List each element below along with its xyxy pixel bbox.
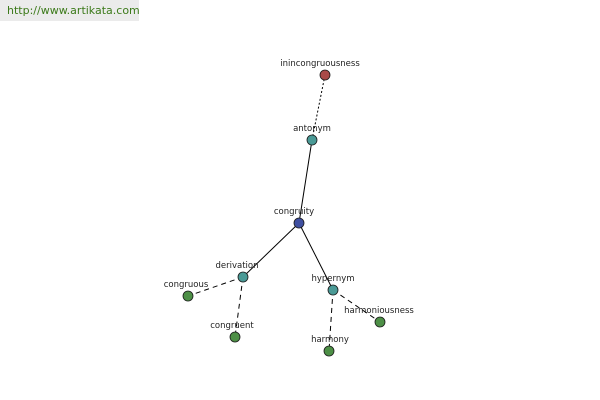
node-congruous[interactable]: congruous bbox=[164, 280, 209, 302]
node-marker-congruent[interactable] bbox=[229, 331, 241, 343]
node-label-congruous[interactable]: congruous bbox=[164, 280, 209, 290]
node-derivation[interactable]: derivation bbox=[215, 261, 259, 283]
edge-hypernym-to-harmony bbox=[328, 289, 334, 352]
node-marker-congruity[interactable] bbox=[293, 217, 305, 229]
node-harmoniousness[interactable]: harmoniousness bbox=[344, 306, 414, 328]
node-label-hypernym[interactable]: hypernym bbox=[311, 274, 354, 284]
node-label-inincongruousness[interactable]: inincongruousness bbox=[280, 59, 360, 69]
nodes-layer: inincongruousness antonym congruity derivat… bbox=[164, 59, 414, 357]
edges-layer bbox=[187, 74, 381, 352]
node-label-antonym[interactable]: antonym bbox=[293, 124, 331, 134]
edge-congruity-to-antonym bbox=[298, 139, 313, 224]
node-harmony[interactable]: harmony bbox=[311, 335, 349, 357]
node-label-harmony[interactable]: harmony bbox=[311, 335, 349, 345]
node-label-congruity[interactable]: congruity bbox=[274, 207, 314, 217]
node-marker-harmoniousness[interactable] bbox=[374, 316, 386, 328]
edge-congruity-to-derivation bbox=[242, 222, 300, 278]
node-hypernym[interactable]: hypernym bbox=[311, 274, 355, 296]
node-marker-inincongruousness[interactable] bbox=[319, 69, 331, 81]
node-marker-hypernym[interactable] bbox=[327, 284, 339, 296]
edge-derivation-to-congruent bbox=[234, 276, 244, 338]
node-label-harmoniousness[interactable]: harmoniousness bbox=[344, 306, 414, 316]
node-label-derivation[interactable]: derivation bbox=[215, 261, 258, 271]
node-congruity[interactable]: congruity bbox=[274, 207, 314, 229]
edge-congruity-to-hypernym bbox=[298, 222, 334, 291]
node-antonym[interactable]: antonym bbox=[293, 124, 331, 146]
source-banner: http://www.artikata.com bbox=[0, 0, 140, 21]
node-label-congruent[interactable]: congruent bbox=[210, 321, 254, 331]
source-url-link[interactable]: http://www.artikata.com bbox=[7, 4, 140, 17]
node-marker-congruous[interactable] bbox=[182, 290, 194, 302]
edge-hypernym-to-harmoniousness bbox=[332, 289, 381, 323]
node-marker-harmony[interactable] bbox=[323, 345, 335, 357]
edge-derivation-to-congruous bbox=[187, 276, 244, 297]
node-congruent[interactable]: congruent bbox=[210, 321, 254, 343]
node-marker-antonym[interactable] bbox=[306, 134, 318, 146]
node-marker-derivation[interactable] bbox=[237, 271, 249, 283]
edge-antonym-to-inincongruousness bbox=[311, 74, 326, 141]
node-inincongruousness[interactable]: inincongruousness bbox=[280, 59, 360, 81]
